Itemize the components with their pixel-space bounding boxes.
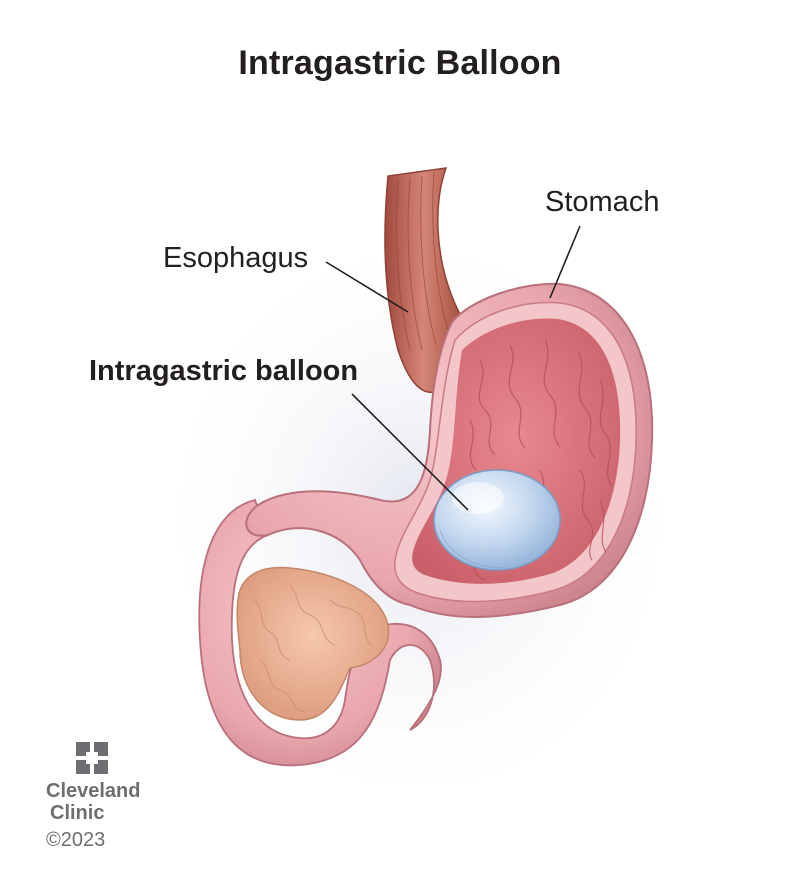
label-intragastric-balloon: Intragastric balloon bbox=[89, 355, 359, 387]
logo-line-1: Cleveland bbox=[46, 780, 141, 802]
duodenum-shape bbox=[198, 498, 442, 767]
label-stomach: Stomach bbox=[545, 186, 660, 218]
page-title: Intragastric Balloon bbox=[238, 44, 562, 82]
copyright-text: ©2023 bbox=[46, 829, 106, 851]
logo-line-2: Clinic bbox=[50, 802, 105, 824]
pancreas-shape bbox=[236, 566, 390, 721]
label-esophagus: Esophagus bbox=[163, 242, 309, 274]
balloon-leader-line bbox=[351, 393, 469, 511]
cleveland-clinic-logo-icon bbox=[76, 742, 108, 774]
esophagus-leader-line bbox=[325, 261, 409, 313]
balloon-shape bbox=[433, 469, 561, 571]
stomach-leader-line bbox=[549, 225, 581, 299]
logo-wordmark: Cleveland Clinic bbox=[46, 780, 146, 824]
